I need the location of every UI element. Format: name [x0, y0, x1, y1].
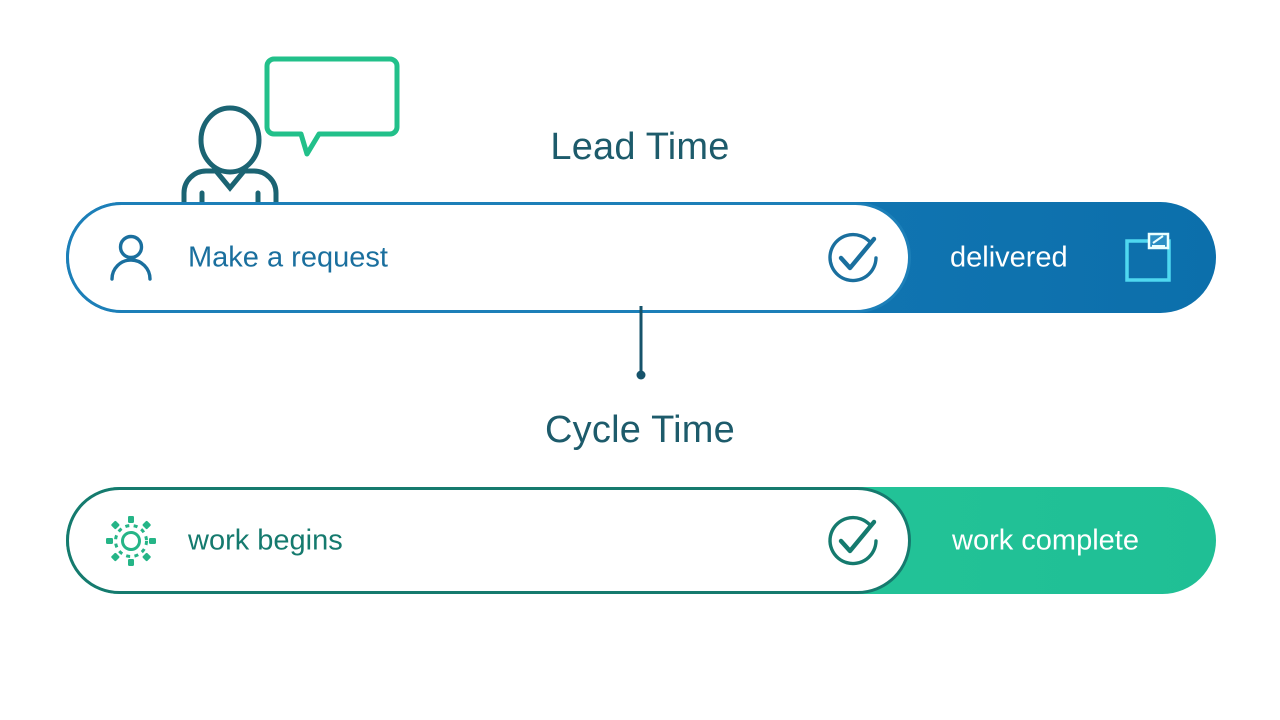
lead-start-label: Make a request: [188, 241, 388, 273]
user-icon-svg: [110, 234, 152, 281]
check-circle-svg: [828, 515, 878, 565]
lead-start-pill[interactable]: Make a request: [66, 202, 911, 313]
check-circle-svg: [828, 232, 878, 282]
cycle-start-label: work begins: [188, 524, 343, 556]
gear-icon-svg: [106, 515, 156, 566]
cycle-end-label: work complete: [952, 524, 1139, 556]
cycle-start-pill[interactable]: work begins: [66, 487, 911, 594]
user-icon: [103, 230, 159, 286]
check-circle-icon: [824, 512, 882, 570]
persona-illustration: [178, 45, 408, 215]
lead-time-title: Lead Time: [550, 126, 730, 168]
package-box-svg: [1125, 232, 1171, 282]
lead-end-label: delivered: [950, 241, 1068, 273]
cycle-time-bar: work complete: [66, 487, 1216, 594]
package-box-icon: [1122, 230, 1178, 286]
gear-icon: [103, 513, 159, 569]
persona-svg: [181, 56, 400, 210]
lead-to-cycle-connector: [634, 306, 648, 382]
speech-bubble-icon: [264, 56, 400, 157]
check-circle-icon: [824, 229, 882, 287]
connector-svg: [636, 306, 646, 380]
lead-time-bar: delivered Make a request: [66, 202, 1216, 313]
cycle-time-title: Cycle Time: [545, 409, 735, 451]
